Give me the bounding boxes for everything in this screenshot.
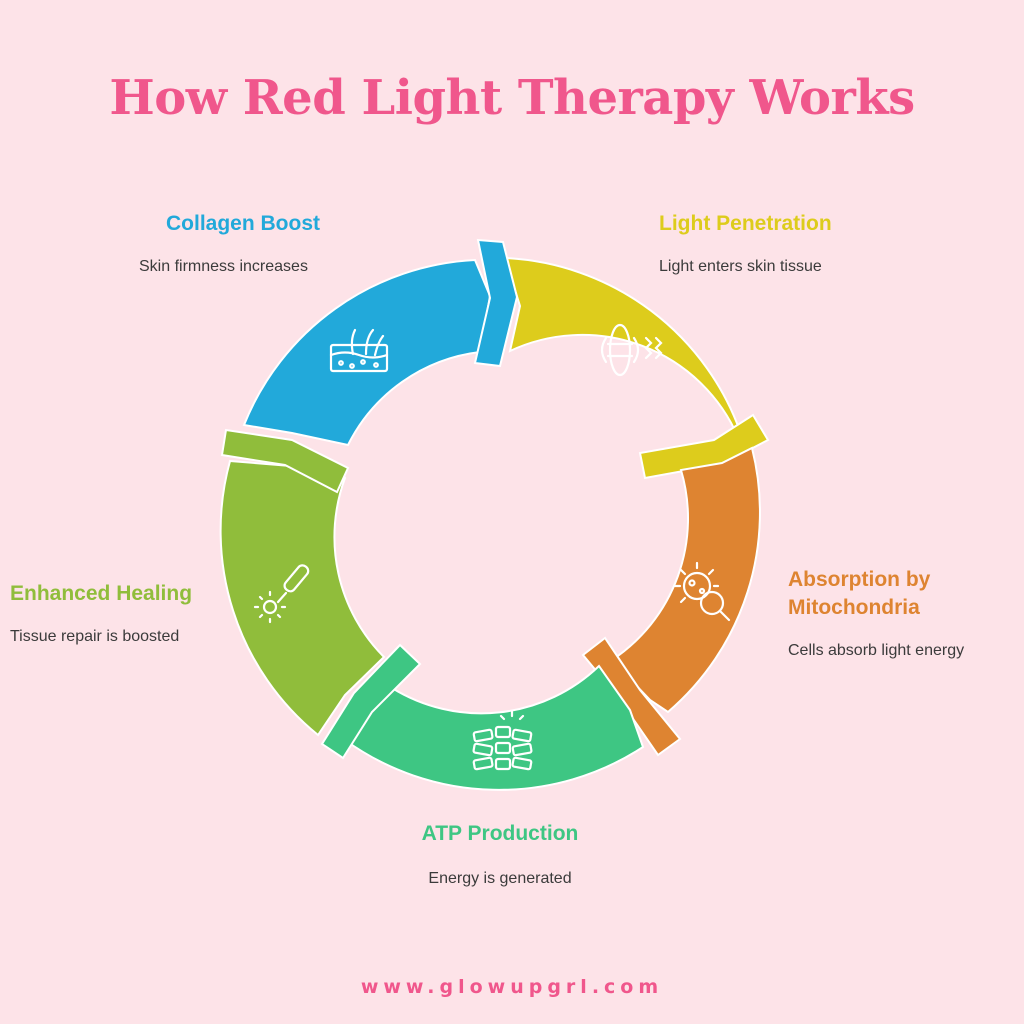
step-desc-collagen: Skin firmness increases <box>139 258 308 275</box>
segment-arrow-tab <box>320 643 422 760</box>
segment-arrow-tab <box>473 238 519 368</box>
step-title-collagen: Collagen Boost <box>166 212 321 235</box>
segment-light-penetration <box>503 256 770 480</box>
segment-arrow-tab <box>581 636 682 757</box>
page-title: How Red Light Therapy Works <box>109 70 915 126</box>
segment-absorption <box>581 446 761 757</box>
healing-wand-icon <box>253 564 310 624</box>
segment-collagen <box>242 238 519 447</box>
step-title-light-penetration: Light Penetration <box>659 212 832 235</box>
segment-atp <box>320 643 645 791</box>
segment-healing <box>219 428 386 737</box>
energy-cells-icon <box>472 709 533 771</box>
step-title-healing: Enhanced Healing <box>10 582 193 605</box>
step-desc-absorption: Cells absorb light energy <box>788 642 965 659</box>
step-title-absorption: Absorption by Mitochondria <box>788 568 931 619</box>
light-waves-icon <box>600 323 663 377</box>
cell-magnifier-icon <box>673 561 731 622</box>
step-desc-light-penetration: Light enters skin tissue <box>659 258 822 275</box>
skin-layers-icon <box>329 328 389 373</box>
segment-arrow-tab <box>220 428 350 494</box>
segment-arc <box>219 459 386 737</box>
segment-arc <box>503 256 744 438</box>
step-desc-atp: Energy is generated <box>428 870 572 887</box>
step-title-atp: ATP Production <box>421 822 579 845</box>
footer-url: www.glowupgrl.com <box>360 976 664 998</box>
step-desc-healing: Tissue repair is boosted <box>10 628 180 645</box>
segment-arrow-tab <box>638 413 770 480</box>
